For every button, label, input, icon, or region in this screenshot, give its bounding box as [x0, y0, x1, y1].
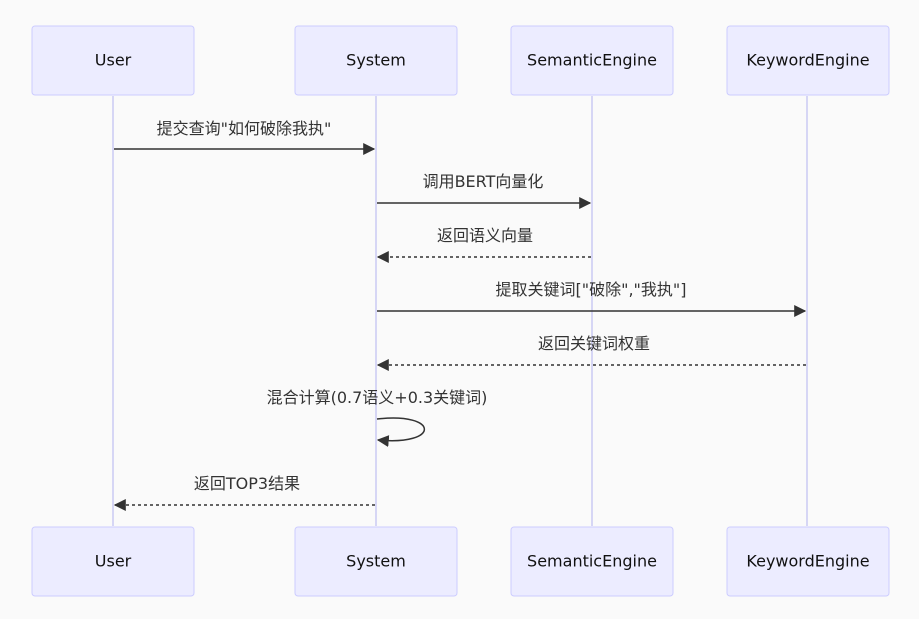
- message-label: 提交查询"如何破除我执": [157, 119, 332, 138]
- message-label: 提取关键词["破除","我执"]: [495, 280, 686, 299]
- participant-keyword-engine-label: KeywordEngine: [746, 51, 869, 70]
- message-hybrid-compute: 混合计算(0.7语义+0.3关键词): [267, 388, 488, 448]
- message-return-keyword-weights: 返回关键词权重: [376, 334, 806, 371]
- participant-user-top: User: [31, 25, 195, 96]
- participant-semantic-engine-label: SemanticEngine: [527, 552, 657, 571]
- participant-keyword-engine-bottom: KeywordEngine: [726, 526, 890, 597]
- participant-semantic-engine-top: SemanticEngine: [510, 25, 674, 96]
- participant-semantic-engine-label: SemanticEngine: [527, 51, 657, 70]
- message-label: 返回TOP3结果: [194, 474, 300, 493]
- participant-user-bottom: User: [31, 526, 195, 597]
- participant-system-label: System: [346, 51, 406, 70]
- message-label: 调用BERT向量化: [423, 172, 544, 191]
- message-return-semantic-vector: 返回语义向量: [376, 226, 591, 263]
- message-extract-keywords: 提取关键词["破除","我执"]: [377, 280, 807, 317]
- participant-system-label: System: [346, 552, 406, 571]
- message-label: 返回关键词权重: [538, 334, 650, 353]
- message-self-loop-arrow: [376, 417, 425, 448]
- message-label: 返回语义向量: [437, 226, 533, 245]
- participant-system-bottom: System: [294, 526, 458, 597]
- participant-system-top: System: [294, 25, 458, 96]
- participant-semantic-engine-bottom: SemanticEngine: [510, 526, 674, 597]
- participant-user-label: User: [95, 552, 132, 571]
- message-call-bert: 调用BERT向量化: [377, 172, 592, 209]
- participant-keyword-engine-top: KeywordEngine: [726, 25, 890, 96]
- participant-keyword-engine-label: KeywordEngine: [746, 552, 869, 571]
- message-submit-query: 提交查询"如何破除我执": [114, 119, 376, 155]
- participant-user-label: User: [95, 51, 132, 70]
- message-return-top3: 返回TOP3结果: [113, 474, 375, 511]
- message-label: 混合计算(0.7语义+0.3关键词): [267, 388, 488, 407]
